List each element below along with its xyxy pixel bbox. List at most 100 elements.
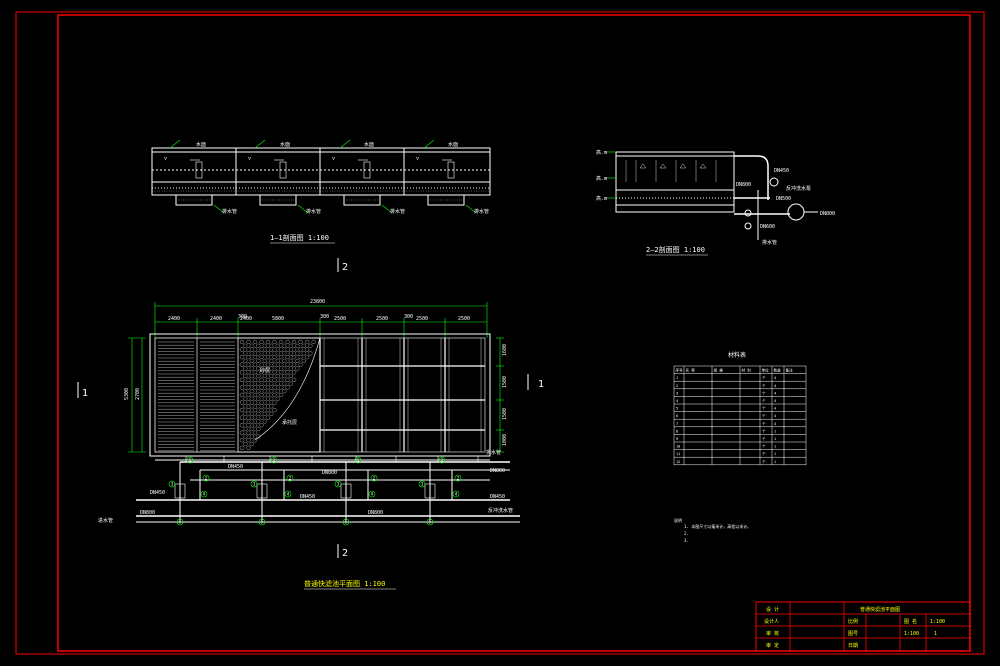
pipe-bubble-number: 1 — [357, 457, 360, 462]
plan-right-dim-3: 1500 — [502, 408, 508, 420]
section-1-label-1: 水面 — [196, 141, 206, 148]
plan-dim-1: 2400 — [168, 316, 180, 322]
pipe-bubble-number: 3 — [171, 481, 174, 486]
section-1-title-group: 1—1剖面图 1:100 — [270, 233, 335, 244]
plan-right-dim-2: 1500 — [502, 376, 508, 388]
section-mark-right-label: 1 — [538, 379, 544, 390]
plan-dim-3: 2400 — [240, 316, 252, 322]
plan-dim-small-1: 300 — [320, 314, 329, 320]
material-table-cell: 个 — [762, 390, 766, 395]
plan-dim-small-2: 300 — [404, 314, 413, 320]
plan-pipe-dn800-b: DN800 — [140, 510, 155, 516]
material-table-cell: 个 — [762, 459, 766, 464]
section-mark-top-label: 2 — [342, 262, 348, 273]
title-block-r3-c4: 1 — [934, 631, 937, 637]
section-1-drain-label-3: 排水管 — [390, 208, 405, 215]
section-2-pipe-dn800: DN800 — [736, 182, 751, 188]
pipe-bubble-number: 1 — [441, 457, 444, 462]
notes-line-3: 3. — [684, 538, 689, 543]
section-2-outlet-value: DN800 — [820, 211, 835, 217]
pipe-bubble-number: 5 — [345, 519, 348, 524]
material-table-cell: 11 — [676, 452, 680, 456]
material-table-cell: 个 — [762, 383, 766, 388]
material-table-cell: 个 — [762, 398, 766, 403]
section-2-pipe-dn450: DN450 — [774, 168, 789, 174]
title-block-r4-c1: 审 定 — [766, 642, 779, 649]
plan-hatch-label-b: 承托层 — [282, 419, 297, 426]
material-table-cell: 1 — [774, 452, 776, 456]
material-table-cell: 5 — [676, 407, 678, 411]
material-table-cell: 4 — [774, 384, 776, 388]
section-mark-left-label: 1 — [82, 388, 88, 399]
title-block-r3-c1: 审 核 — [766, 630, 779, 637]
material-table-cell: 1 — [774, 437, 776, 441]
pipe-bubble-number: 3 — [337, 481, 340, 486]
outer-frame — [15, 11, 985, 655]
notes-line-1: 1. 本图尺寸以毫米计，高程以米计。 — [684, 523, 751, 529]
plan-pipe-dn450-a: DN450 — [228, 464, 243, 470]
material-table-cell: 6 — [676, 414, 678, 418]
pipe-bubble-number: 3 — [421, 481, 424, 486]
material-table-cell: 4 — [774, 407, 776, 411]
plan-title-group: 普通快滤池平面图 1:100 — [304, 579, 396, 590]
plan-hex-mesh — [239, 340, 316, 450]
section-2-elev-1: 高.m — [596, 149, 607, 156]
section-mark-bottom-label: 2 — [342, 548, 348, 559]
section-1-1 — [151, 139, 491, 214]
title-block-r2-c1: 设计人 — [764, 618, 779, 625]
plan-pipe-dn450-b: DN450 — [150, 490, 165, 496]
plan-dim-5: 2500 — [334, 316, 346, 322]
pipe-bubble-number: 5 — [179, 519, 182, 524]
material-table-cell: 1 — [774, 445, 776, 449]
plan-dim-2: 2400 — [210, 316, 222, 322]
material-header-cell: 序号 — [676, 368, 684, 373]
material-header-cell: 规 格 — [714, 368, 724, 373]
section-1-elev-1: ▽ — [164, 156, 167, 162]
pipe-bubble-number: 5 — [261, 519, 264, 524]
title-block-r2-c4: 1:100 — [930, 619, 945, 625]
material-table-cell: 2 — [676, 384, 678, 388]
section-2-drain-label: 排水管 — [762, 239, 777, 246]
plan-dim-small-3: 300 — [238, 314, 247, 320]
pipe-bubble-number: 5 — [429, 519, 432, 524]
material-table-cell: 7 — [676, 422, 678, 426]
plan-pipe-dn450-d: DN450 — [490, 494, 505, 500]
plan-pipes — [136, 455, 520, 523]
section-2-title-group: 2—2剖面图 1:100 — [646, 245, 708, 256]
section-mark-bottom: 2 — [337, 544, 348, 559]
section-2-pipe-dn600: DN600 — [760, 224, 775, 230]
plan-pipe-dn450-c: DN450 — [300, 494, 315, 500]
plan-left-dim-1: 5300 — [124, 388, 130, 400]
pipe-bubble-number: 3 — [253, 481, 256, 486]
material-table-cell: 4 — [774, 376, 776, 380]
material-table-cell: 个 — [762, 436, 766, 441]
material-table-cell: 4 — [676, 399, 678, 403]
material-table-cell: 个 — [762, 421, 766, 426]
pipe-bubble-number: 2 — [373, 475, 376, 480]
pipe-bubble-number: 2 — [205, 475, 208, 480]
pipe-bubble-number: 4 — [455, 491, 458, 496]
material-table-cell: 1 — [676, 376, 678, 380]
material-header-cell: 单位 — [762, 368, 770, 373]
material-table-cell: 4 — [774, 399, 776, 403]
pipe-bubble-number: 4 — [287, 491, 290, 496]
material-table-cell: 个 — [762, 413, 766, 418]
material-table-cell: 个 — [762, 451, 766, 456]
material-table-title: 材料表 — [728, 351, 746, 359]
pipe-bubble-number: 4 — [371, 491, 374, 496]
plan-dimensions — [128, 302, 504, 453]
plan-total-width: 23800 — [310, 299, 325, 305]
section-1-drain-label-2: 排水管 — [306, 208, 321, 215]
plan-pipe-dn800-a: DN800 — [322, 470, 337, 476]
plan-dim-7: 2500 — [416, 316, 428, 322]
material-header-cell: 材 料 — [742, 368, 752, 373]
plan-bubbles — [168, 456, 462, 526]
section-mark-top: 2 — [337, 258, 348, 273]
section-1-label-4: 水面 — [448, 141, 458, 148]
plan-dim-8: 2500 — [458, 316, 470, 322]
pipe-bubble-number: 2 — [289, 475, 292, 480]
plan-hatching — [158, 341, 235, 451]
section-2-2 — [606, 151, 818, 240]
material-table-cell: 3 — [676, 391, 678, 395]
material-table-cell: 9 — [676, 437, 678, 441]
